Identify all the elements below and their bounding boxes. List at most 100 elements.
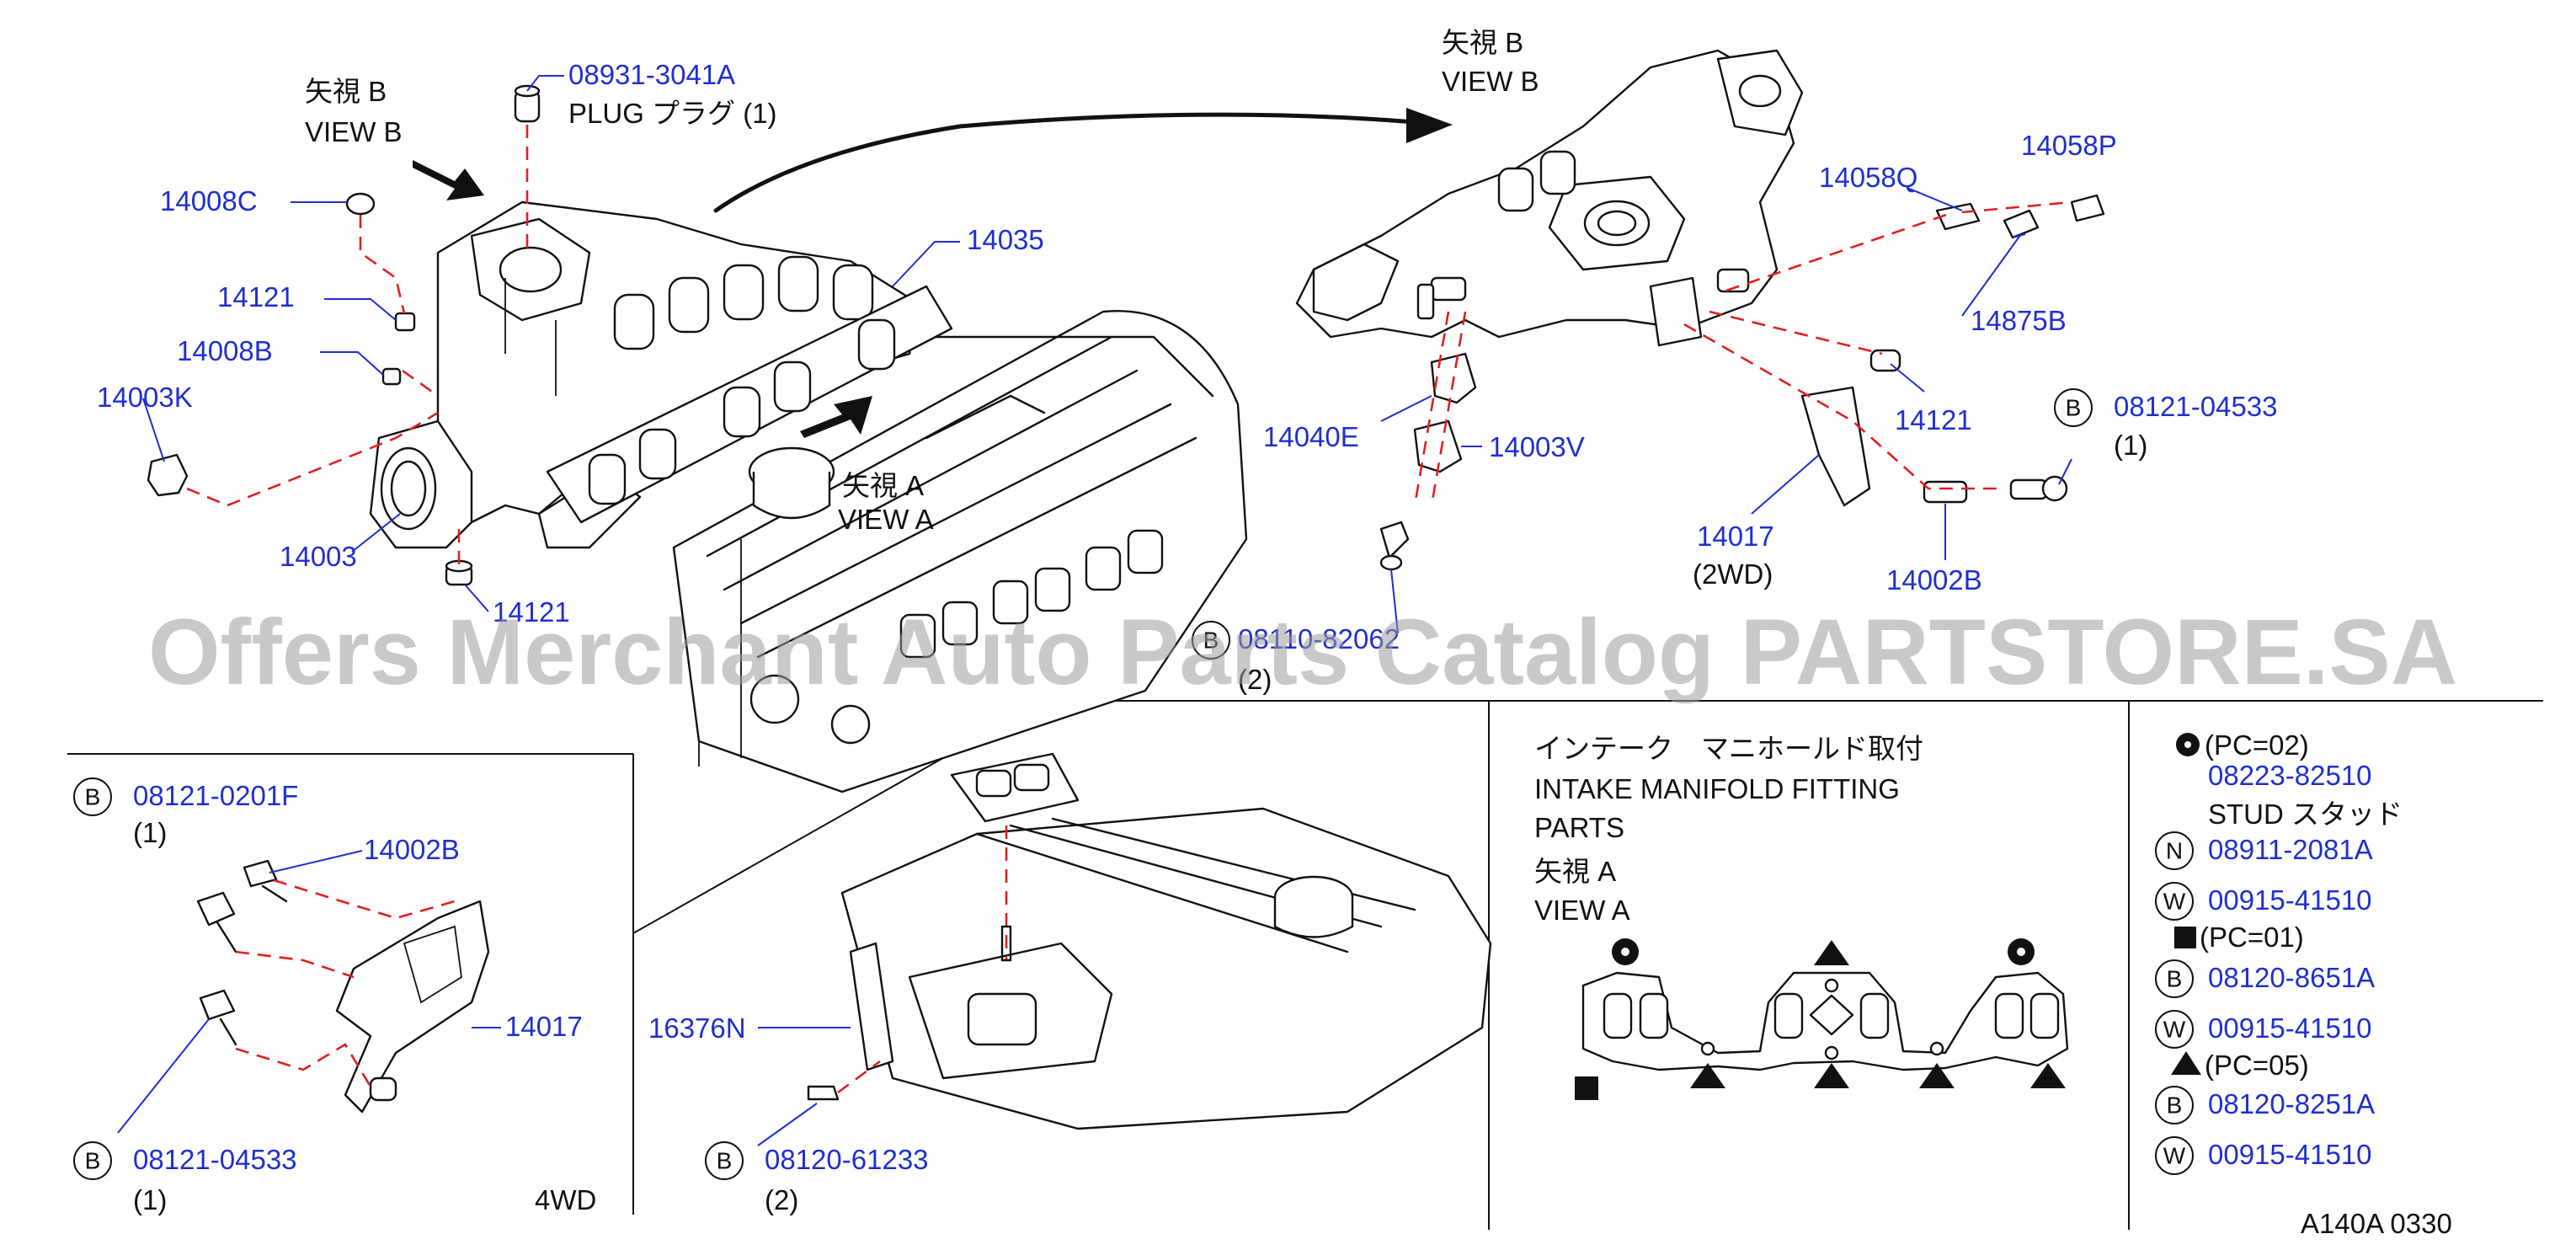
- pc-code-label: (PC=02): [2205, 729, 2309, 761]
- svg-text:W: W: [2163, 1143, 2186, 1169]
- view-a-label-en: VIEW A: [838, 504, 934, 535]
- variant-2wd-label: (2WD): [1693, 558, 1773, 590]
- part-number-08120-61233[interactable]: 08120-61233: [765, 1144, 929, 1175]
- svg-text:B: B: [1203, 628, 1219, 654]
- part-number-plug[interactable]: 08931-3041A: [568, 59, 735, 90]
- fitting-title-en: INTAKE MANIFOLD FITTING: [1534, 773, 1900, 804]
- marker-w-circle: W: [2155, 1136, 2194, 1175]
- part-number-14003K[interactable]: 14003K: [97, 382, 193, 413]
- view-b-label-en: VIEW B: [305, 116, 403, 147]
- part-number-14035[interactable]: 14035: [967, 224, 1044, 255]
- part-number-14875B[interactable]: 14875B: [1971, 305, 2067, 336]
- part-number-08121-04533[interactable]: 08121-04533: [133, 1144, 297, 1175]
- svg-text:B: B: [85, 1148, 101, 1174]
- part-number-14002B[interactable]: 14002B: [1886, 564, 1982, 596]
- gasket-view-a-drawing: [1575, 938, 2069, 1100]
- part-number-14040E[interactable]: 14040E: [1263, 421, 1359, 452]
- part-number-16376N[interactable]: 16376N: [648, 1012, 746, 1044]
- stud-circle-mark: [1612, 938, 1639, 965]
- stud-description: STUD スタッド: [2208, 799, 2403, 830]
- part-number-08110-82062[interactable]: 08110-82062: [1238, 623, 1400, 654]
- triangle-mark: [2030, 1063, 2066, 1088]
- fitting-title-en-2: PARTS: [1534, 812, 1624, 843]
- plug-description: PLUG プラグ (1): [568, 98, 777, 129]
- part-number-08223-82510[interactable]: 08223-82510: [2208, 760, 2372, 791]
- svg-text:B: B: [717, 1148, 733, 1174]
- part-number-00915-41510[interactable]: 00915-41510: [2208, 1012, 2372, 1044]
- triangle-mark: [1814, 940, 1849, 965]
- part-number-00915-41510[interactable]: 00915-41510: [2208, 1139, 2372, 1170]
- part-number-08911-2081A[interactable]: 08911-2081A: [2208, 834, 2373, 865]
- svg-text:B: B: [2167, 966, 2183, 992]
- svg-text:B: B: [2066, 395, 2082, 421]
- quantity-label: (2): [765, 1184, 798, 1215]
- part-number-14017[interactable]: 14017: [1697, 521, 1774, 552]
- marker-b-circle: B: [73, 1141, 112, 1180]
- marker-b-circle: B: [2054, 388, 2093, 427]
- part-number-08120-8651A[interactable]: 08120-8651A: [2208, 962, 2375, 993]
- watermark-text: Offers Merchant Auto Parts Catalog PARTS…: [148, 601, 2457, 704]
- engine-cylinder-head-drawing: [672, 310, 1248, 793]
- variant-4wd-label: 4WD: [535, 1184, 596, 1215]
- quantity-label: (2): [1238, 664, 1272, 695]
- quantity-label: (1): [2114, 430, 2147, 461]
- part-number-14008B[interactable]: 14008B: [177, 335, 273, 366]
- diagram-code: A140A 0330: [2301, 1208, 2452, 1239]
- stud-circle-mark: [2008, 938, 2035, 965]
- leader-lines: [117, 75, 2072, 1146]
- engine-lower-block-drawing: [807, 752, 1492, 1130]
- view-b-label-jp: 矢視 B: [305, 76, 387, 107]
- part-number-14017[interactable]: 14017: [505, 1011, 583, 1042]
- part-number-00915-41510[interactable]: 00915-41510: [2208, 884, 2372, 916]
- marker-w-circle: W: [2155, 882, 2194, 921]
- marker-b-circle: B: [1192, 621, 1230, 660]
- part-labels: 矢視 B VIEW B 08931-3041A PLUG プラグ (1) 140…: [97, 27, 2452, 1239]
- quantity-label: (1): [133, 1184, 167, 1215]
- view-a-label-jp: 矢視 A: [842, 470, 924, 501]
- part-number-08121-04533[interactable]: 08121-04533: [2114, 391, 2278, 422]
- stud-mark-legend: [2176, 733, 2200, 756]
- svg-text:B: B: [2167, 1092, 2183, 1119]
- svg-text:N: N: [2166, 838, 2183, 864]
- triangle-mark: [1690, 1063, 1725, 1088]
- view-b-arrow-left: [413, 160, 484, 200]
- marker-b-circle: B: [73, 777, 112, 816]
- part-number-14058P[interactable]: 14058P: [2021, 130, 2117, 161]
- marker-w-circle: W: [2155, 1010, 2194, 1049]
- view-b-label-jp: 矢視 B: [1442, 27, 1523, 58]
- triangle-mark-legend: [2171, 1051, 2201, 1075]
- marker-b-circle: B: [705, 1141, 744, 1180]
- part-number-14121[interactable]: 14121: [217, 281, 295, 312]
- view-a-label-en: VIEW A: [1534, 895, 1630, 926]
- part-number-14058Q[interactable]: 14058Q: [1819, 162, 1917, 193]
- bracket-4wd-drawing: [196, 859, 490, 1114]
- intake-manifold-drawing: [147, 84, 953, 586]
- view-b-curved-arrow: [713, 108, 1453, 213]
- square-mark-legend: [2174, 927, 2196, 948]
- quantity-label: (1): [133, 817, 167, 848]
- marker-b-circle: B: [2155, 959, 2194, 998]
- pc-code-label: (PC=05): [2205, 1050, 2309, 1081]
- part-number-08121-0201F[interactable]: 08121-0201F: [133, 780, 298, 811]
- view-a-label-jp: 矢視 A: [1534, 856, 1616, 887]
- svg-text:W: W: [2163, 889, 2186, 915]
- triangle-mark: [1919, 1063, 1955, 1088]
- part-number-14121[interactable]: 14121: [1895, 404, 1972, 435]
- part-number-14003V[interactable]: 14003V: [1489, 431, 1585, 462]
- marker-n-circle: N: [2155, 831, 2194, 870]
- part-number-08120-8251A[interactable]: 08120-8251A: [2208, 1088, 2375, 1119]
- svg-text:W: W: [2163, 1017, 2186, 1043]
- fitting-title-jp: インテーク マニホールド取付: [1534, 733, 1923, 764]
- part-number-14003[interactable]: 14003: [280, 541, 357, 572]
- pc-code-label: (PC=01): [2200, 921, 2304, 953]
- view-a-arrow: [800, 396, 872, 438]
- part-number-14008C[interactable]: 14008C: [160, 185, 258, 216]
- marker-b-circle: B: [2155, 1086, 2194, 1124]
- view-b-label-en: VIEW B: [1442, 66, 1539, 97]
- triangle-mark: [1814, 1063, 1849, 1088]
- part-number-14002B[interactable]: 14002B: [364, 834, 460, 865]
- panel-frames: [67, 700, 2543, 1230]
- part-number-14121[interactable]: 14121: [493, 596, 570, 628]
